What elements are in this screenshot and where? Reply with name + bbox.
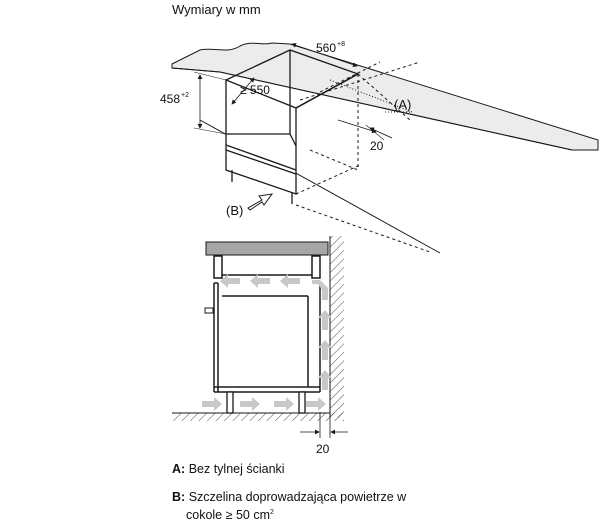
- legend-b-text-line1: Szczelina doprowadzająca powietrze w: [188, 490, 407, 504]
- legend-b-text-line2: cokole ≥ 50 cm: [186, 508, 270, 523]
- cabinet-section: [213, 255, 321, 393]
- wall-hatch: [330, 236, 344, 418]
- gap-bottom-value: 20: [316, 442, 330, 456]
- legend-b-key: B:: [172, 490, 186, 504]
- width-tolerance: +8: [337, 41, 345, 48]
- legend-b-text-line2-wrap: cokole ≥ 50 cm2: [172, 505, 406, 523]
- legend-item-a: A: Bez tylnej ścianki: [172, 461, 285, 477]
- dimension-height: 458 +2: [160, 71, 227, 135]
- callout-b: (B): [226, 203, 243, 218]
- cabinet-hidden-edges: [295, 61, 431, 253]
- legend-a-key: A:: [172, 462, 186, 476]
- dimension-gap-top: 20: [337, 119, 393, 153]
- air-inlet-arrow-icon: [247, 193, 274, 211]
- cabinet-iso: [225, 49, 360, 204]
- depth-label: ≥ 550: [240, 83, 270, 97]
- countertop-iso: [171, 42, 599, 151]
- legend-item-b: B: Szczelina doprowadzająca powietrze w …: [172, 489, 406, 523]
- countertop-section: [205, 241, 329, 256]
- airflow-arrows: [202, 274, 332, 411]
- callout-a: (A): [394, 97, 411, 112]
- legend-a-text: Bez tylnej ścianki: [188, 462, 285, 476]
- diagram-title: Wymiary w mm: [172, 2, 261, 17]
- floor-hatch: [172, 413, 344, 421]
- legend-b-text-sup: 2: [269, 509, 274, 516]
- callout-b-group: (B): [226, 193, 274, 218]
- dimension-width: 560 +8: [291, 41, 358, 67]
- width-value: 560: [316, 41, 336, 55]
- door-handle: [204, 307, 214, 314]
- dimension-depth: ≥ 550: [231, 77, 270, 105]
- cabinet-legs: [226, 391, 306, 414]
- gap-top-value: 20: [370, 139, 384, 153]
- height-tolerance: +2: [181, 92, 189, 99]
- height-value: 458: [160, 92, 180, 106]
- dimension-gap-bottom: 20: [300, 412, 348, 456]
